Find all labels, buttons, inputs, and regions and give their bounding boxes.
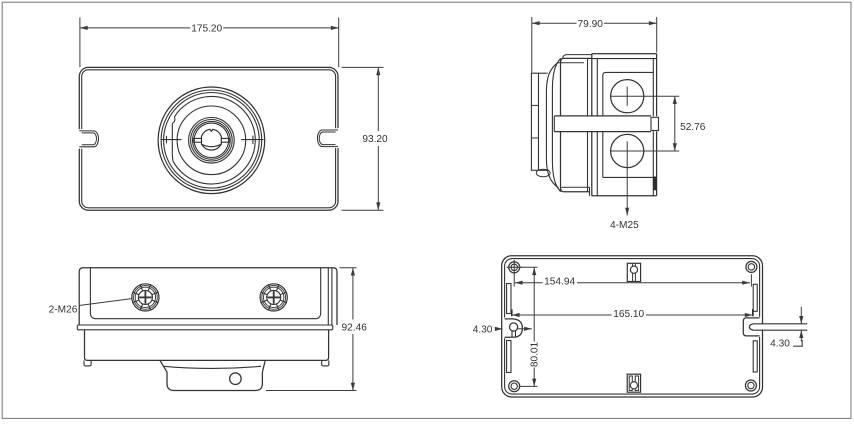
svg-text:80.01: 80.01 bbox=[530, 341, 541, 367]
svg-text:93.20: 93.20 bbox=[362, 134, 388, 145]
svg-text:92.46: 92.46 bbox=[342, 323, 368, 334]
svg-text:165.10: 165.10 bbox=[613, 309, 644, 320]
svg-text:4-M25: 4-M25 bbox=[610, 220, 639, 231]
svg-text:4.30: 4.30 bbox=[473, 325, 493, 336]
svg-text:4.30: 4.30 bbox=[770, 339, 790, 350]
svg-text:175.20: 175.20 bbox=[191, 24, 222, 35]
svg-text:52.76: 52.76 bbox=[680, 122, 706, 133]
svg-text:79.90: 79.90 bbox=[578, 19, 604, 30]
svg-text:2-M26: 2-M26 bbox=[49, 304, 78, 315]
svg-text:154.94: 154.94 bbox=[544, 277, 575, 288]
